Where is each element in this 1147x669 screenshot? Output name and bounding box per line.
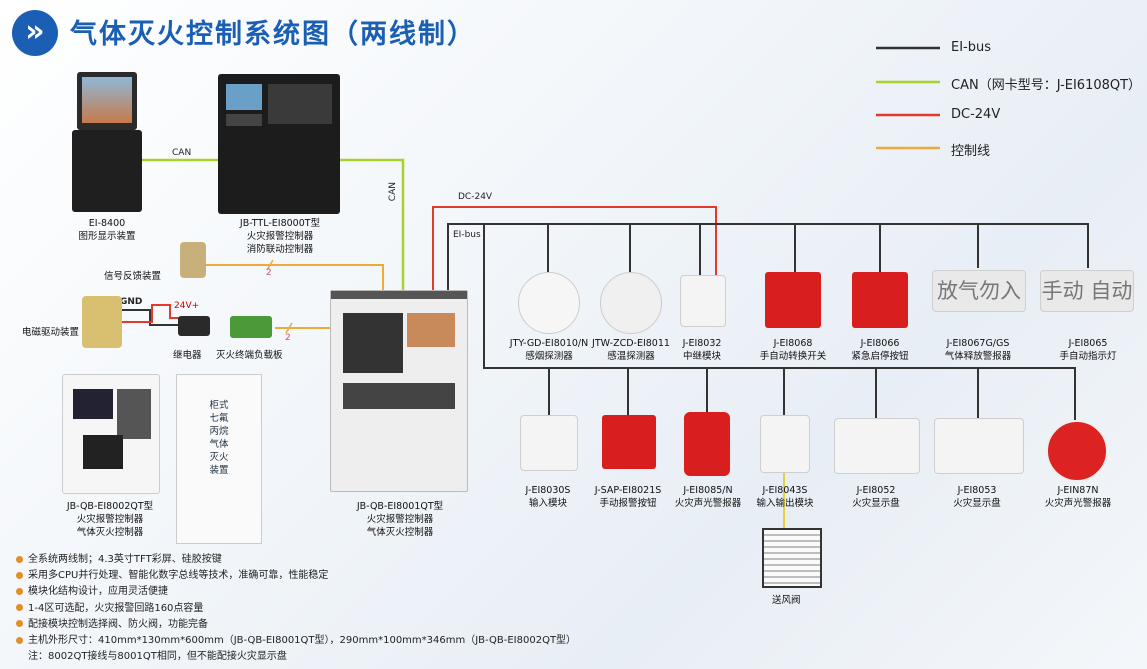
damper-label: 送风阀 — [772, 595, 801, 606]
feature-item: 1-4区可选配，火灾报警回路160点容量 — [16, 601, 576, 617]
sounder-strobe — [684, 412, 730, 476]
can-label-1: CAN — [172, 148, 192, 158]
legend-dc-label: DC-24V — [951, 107, 1001, 122]
terminal-device — [230, 316, 272, 338]
gas-cabinet: 柜式七氟丙烷气体灭火装置 — [176, 374, 262, 544]
terminal-label: 灭火终端负载板 — [216, 350, 283, 361]
feature-note: 注：8002QT接线与8001QT相同，但不能配接火灾显示盘 — [28, 651, 287, 663]
gnd-label: GND — [120, 297, 143, 307]
legend-can-label: CAN（网卡型号：J-EI6108QT） — [951, 78, 1142, 93]
ei8000t-device — [218, 74, 340, 214]
eibus-main — [447, 223, 1089, 290]
can-label-2: CAN — [388, 182, 398, 202]
air-damper — [762, 528, 822, 588]
eibus-row2 — [483, 224, 1076, 420]
double-chevron-icon: » — [12, 10, 58, 56]
heat-detector — [600, 272, 662, 334]
ctrl-count-1: 2 — [266, 268, 272, 278]
ei8000t-label: JB-TTL-EI8000T型火灾报警控制器消防联动控制器 — [239, 218, 321, 255]
sounder-strobe-round — [1046, 420, 1108, 482]
feature-item: 主机外形尺寸：410mm*130mm*600mm（JB-QB-EI8001QT型… — [16, 633, 576, 649]
ei8001qt-device — [330, 290, 468, 492]
manual-alarm-button — [602, 415, 656, 469]
feature-item: 配接模块控制选择阀、防火阀，功能完备 — [16, 617, 576, 633]
v24-wire — [120, 304, 180, 323]
ctrl-count-2: 2 — [285, 333, 291, 343]
legend-ctrl-label: 控制线 — [951, 144, 991, 159]
fire-display-panel-1 — [834, 418, 920, 474]
emergency-button — [852, 272, 908, 328]
feature-item: 全系统两线制；4.3英寸TFT彩屏、硅胶按键 — [16, 552, 576, 568]
feedback-label: 信号反馈装置 — [104, 271, 162, 282]
ei8002qt-label: JB-QB-EI8002QT型火灾报警控制器气体灭火控制器 — [66, 501, 154, 538]
smoke-detector — [518, 272, 580, 334]
v24-label: 24V+ — [174, 301, 200, 311]
fire-display-panel-2 — [934, 418, 1024, 474]
manual-auto-sign: 手动 自动 — [1040, 270, 1134, 312]
gnd-wire — [120, 309, 180, 326]
input-module — [520, 415, 578, 471]
eibus-label: EI-bus — [453, 230, 481, 240]
feedback-device — [180, 242, 206, 278]
ei8002qt-device — [62, 374, 160, 494]
gas-release-sign: 放气勿入 — [932, 270, 1026, 312]
relay-device — [178, 316, 210, 336]
dc24-line — [432, 206, 717, 290]
relay-module — [680, 275, 726, 327]
manual-auto-switch — [765, 272, 821, 328]
ctrl-line-feedback — [205, 264, 384, 290]
io-module — [760, 415, 810, 473]
can-line-2 — [338, 158, 405, 290]
dc24-label: DC-24V — [458, 192, 493, 202]
solenoid-device — [82, 296, 122, 348]
legend-eibus-label: EI-bus — [951, 40, 992, 55]
feature-list: 全系统两线制；4.3英寸TFT彩屏、硅胶按键 采用多CPU并行处理、智能化数字总… — [16, 552, 576, 665]
relay-label: 继电器 — [173, 350, 202, 361]
feature-item: 模块化结构设计，应用灵活便捷 — [16, 584, 576, 600]
solenoid-label: 电磁驱动装置 — [22, 327, 80, 338]
feature-item: 采用多CPU并行处理、智能化数字总线等技术，准确可靠，性能稳定 — [16, 568, 576, 584]
ei8400-device — [72, 72, 142, 212]
ei8001qt-label: JB-QB-EI8001QT型火灾报警控制器气体灭火控制器 — [356, 501, 444, 538]
page-title: 气体灭火控制系统图（两线制） — [70, 19, 476, 50]
